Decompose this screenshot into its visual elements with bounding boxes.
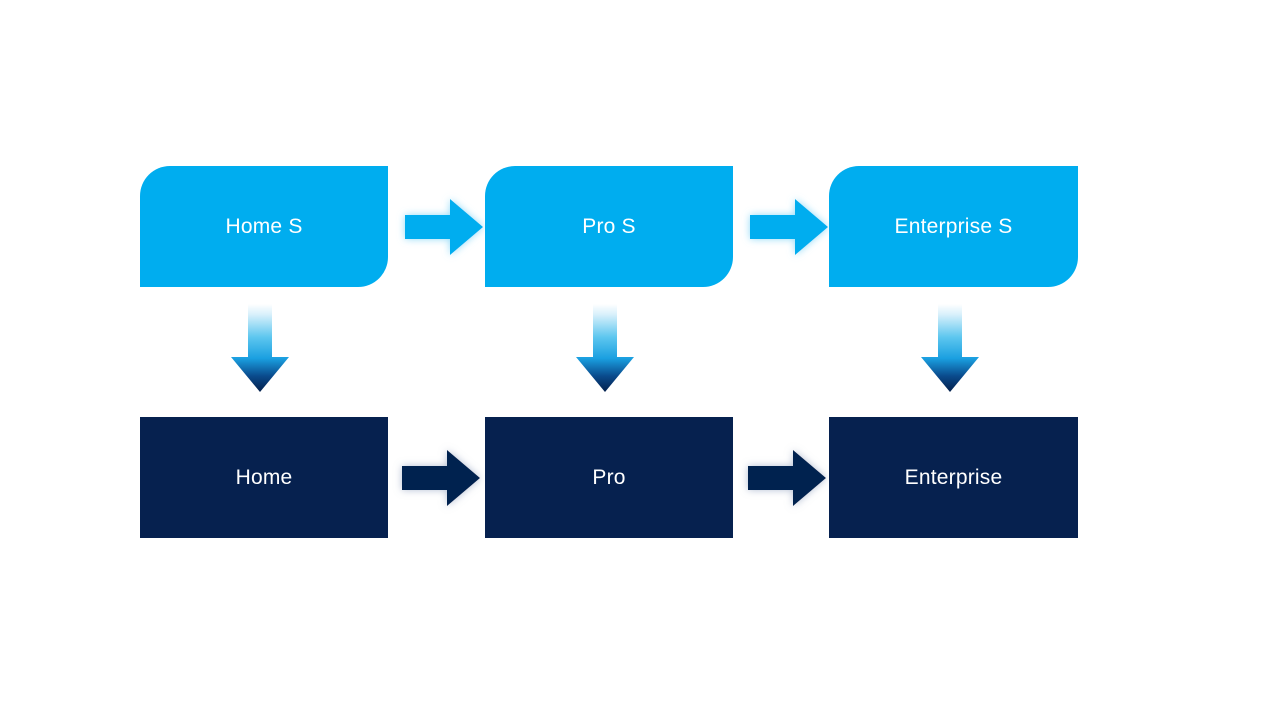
node-label: Pro: [592, 465, 626, 489]
node-label: Enterprise: [904, 465, 1003, 489]
node-label: Home S: [225, 214, 303, 238]
arrow-right-icon-product-2: [748, 447, 826, 509]
node-pro-s[interactable]: Pro S: [485, 166, 733, 287]
arrow-down-icon-3: [919, 304, 981, 392]
arrow-down-icon-1: [229, 304, 291, 392]
arrow-right-icon-service-1: [405, 196, 483, 258]
arrow-down-icon-2: [574, 304, 636, 392]
node-home[interactable]: Home: [140, 417, 388, 538]
node-label: Pro S: [582, 214, 636, 238]
node-label: Home: [235, 465, 293, 489]
arrow-right-icon-product-1: [402, 447, 480, 509]
node-enterprise[interactable]: Enterprise: [829, 417, 1078, 538]
node-enterprise-s[interactable]: Enterprise S: [829, 166, 1078, 287]
node-pro[interactable]: Pro: [485, 417, 733, 538]
node-home-s[interactable]: Home S: [140, 166, 388, 287]
node-label: Enterprise S: [894, 214, 1013, 238]
arrow-right-icon-service-2: [750, 196, 828, 258]
